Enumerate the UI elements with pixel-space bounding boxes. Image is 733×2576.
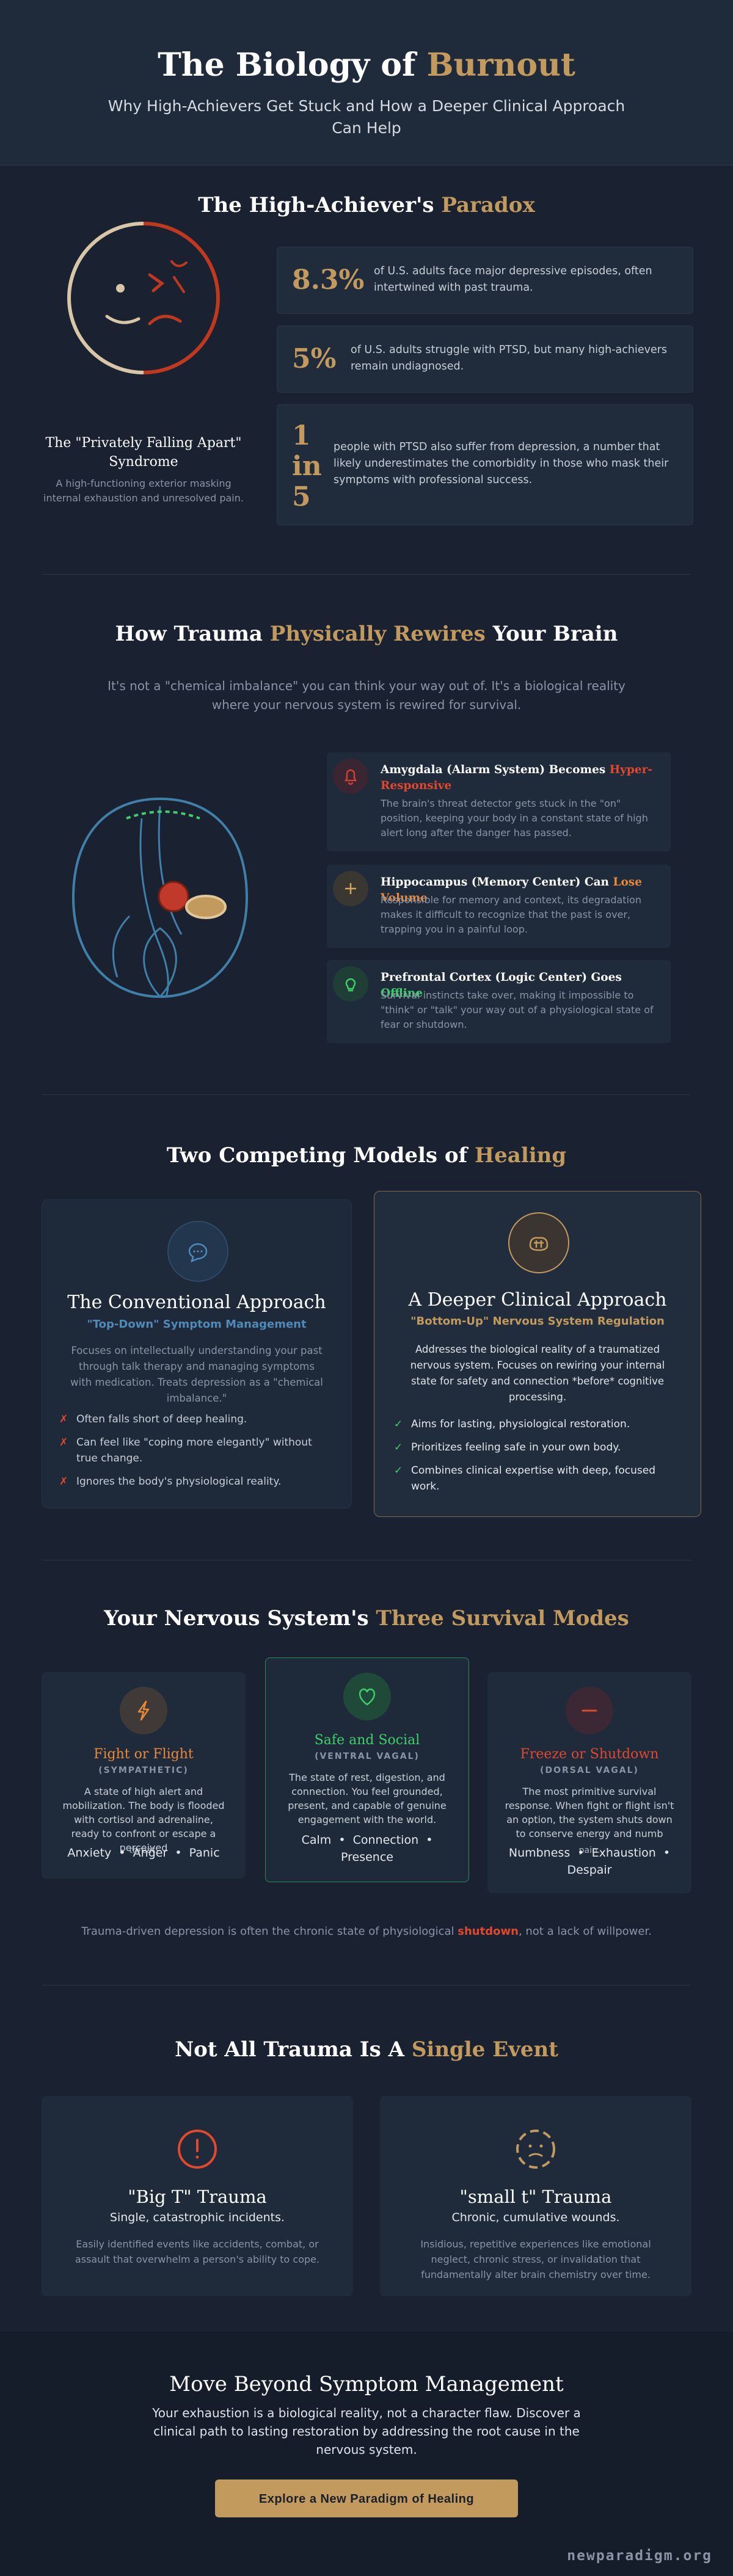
list-item: ✗Ignores the body's physiological realit… <box>59 1475 282 1488</box>
list-item: ✓Combines clinical expertise with deep, … <box>394 1464 655 1493</box>
mode-title: Fight or Flight <box>93 1747 194 1762</box>
card-title: "Big T" Trauma <box>128 2186 267 2207</box>
page-subtitle: Why High-Achievers Get Stuck and How a D… <box>108 97 625 137</box>
figure-title: The "Privately Falling Apart" Syndrome <box>45 435 242 470</box>
page-title: The Biology of Burnout <box>158 46 575 84</box>
modes-footnote: Trauma-driven depression is often the ch… <box>81 1925 652 1938</box>
footer-title: Move Beyond Symptom Management <box>169 2372 564 2396</box>
mode-title: Freeze or Shutdown <box>520 1747 659 1762</box>
footer-cta-section: Move Beyond Symptom Management Your exha… <box>0 2332 733 2576</box>
mode-subtitle: (DORSAL VAGAL) <box>540 1766 639 1775</box>
minus-icon <box>566 1687 613 1734</box>
card-tag: "Bottom-Up" Nervous System Regulation <box>410 1315 665 1328</box>
mode-symptoms: Numbness • Exhaustion • Despair <box>508 1846 671 1877</box>
mode-card-safe-social: Safe and Social (VENTRAL VAGAL) The stat… <box>265 1657 469 1882</box>
small-t-trauma-card: "small t" Trauma Chronic, cumulative wou… <box>380 2096 691 2296</box>
benefits-list: ✓Aims for lasting, physiological restora… <box>394 1416 681 1502</box>
card-text: Survival instincts take over, making it … <box>381 989 654 1030</box>
stat-text: people with PTSD also suffer from depres… <box>334 441 669 486</box>
heart-icon <box>343 1673 391 1720</box>
figure-caption: A high-functioning exterior masking inte… <box>43 478 244 504</box>
stat-card: 5% of U.S. adults struggle with PTSD, bu… <box>277 326 693 393</box>
dashed-circle-icon <box>512 2125 560 2173</box>
stat-value: 5% <box>292 343 337 374</box>
deeper-approach-card: A Deeper Clinical Approach "Bottom-Up" N… <box>374 1191 701 1517</box>
alert-icon <box>173 2125 221 2173</box>
stat-value: 8.3% <box>292 264 365 296</box>
mode-text: A state of high alert and mobilization. … <box>62 1786 225 1854</box>
mode-subtitle: (SYMPATHETIC) <box>98 1766 189 1775</box>
mode-title: Safe and Social <box>314 1733 420 1748</box>
modes-title: Your Nervous System's Three Survival Mod… <box>104 1606 629 1631</box>
mode-card-freeze-shutdown: Freeze or Shutdown (DORSAL VAGAL) The mo… <box>487 1672 691 1893</box>
list-item: ✗Can feel like "coping more elegantly" w… <box>59 1436 312 1464</box>
card-title: A Deeper Clinical Approach <box>408 1289 667 1311</box>
footer-text: Your exhaustion is a biological reality,… <box>152 2406 581 2457</box>
stat-text: of U.S. adults face major depressive epi… <box>374 265 652 294</box>
card-title: Amygdala (Alarm System) Becomes Hyper-Re… <box>381 763 653 792</box>
stat-text: of U.S. adults struggle with PTSD, but m… <box>351 344 668 373</box>
mode-subtitle: (VENTRAL VAGAL) <box>315 1752 420 1761</box>
mode-symptoms: Calm • Connection • Presence <box>301 1833 433 1864</box>
mode-text: The state of rest, digestion, and connec… <box>288 1772 447 1825</box>
conventional-approach-card: The Conventional Approach "Top-Down" Sym… <box>42 1199 352 1508</box>
mode-text-overlap: threat. <box>129 1846 158 1855</box>
card-title: Hippocampus (Memory Center) Can Lose Vol… <box>381 876 642 904</box>
card-tag: "Top-Down" Symptom Management <box>87 1318 307 1331</box>
card-text: Easily identified events like accidents,… <box>75 2238 320 2265</box>
stat-value: 1 in 5 <box>292 420 322 512</box>
divider <box>43 574 690 575</box>
drawbacks-list: ✗Often falls short of deep healing. ✗Can… <box>59 1411 334 1497</box>
card-description: Focuses on intellectually understanding … <box>70 1345 323 1404</box>
mode-text: The most primitive survival response. Wh… <box>505 1786 674 1839</box>
brain-subtitle: It's not a "chemical imbalance" you can … <box>108 679 625 712</box>
brain-card-hippocampus: Hippocampus (Memory Center) Can Lose Vol… <box>327 865 671 948</box>
plus-icon <box>333 871 368 906</box>
trauma-title: Not All Trauma Is A Single Event <box>175 2037 558 2062</box>
lightbulb-icon <box>333 966 368 1002</box>
big-t-trauma-card: "Big T" Trauma Single, catastrophic inci… <box>42 2096 353 2296</box>
list-item: ✗Often falls short of deep healing. <box>59 1413 247 1425</box>
card-text: Responsible for memory and context, its … <box>381 894 641 935</box>
card-title: The Conventional Approach <box>67 1292 326 1313</box>
card-subtitle: Single, catastrophic incidents. <box>109 2211 285 2224</box>
paradox-title: The High-Achiever's Paradox <box>198 193 535 217</box>
split-face-illustration <box>67 222 220 374</box>
card-title: Prefrontal Cortex (Logic Center) Goes Of… <box>381 971 622 1000</box>
card-title: "small t" Trauma <box>459 2186 612 2207</box>
hero-header: The Biology of Burnout Why High-Achiever… <box>0 0 733 166</box>
models-title: Two Competing Models of Healing <box>166 1143 567 1168</box>
chat-bubble-icon <box>167 1221 228 1282</box>
card-text: The brain's threat detector gets stuck i… <box>381 798 648 839</box>
mode-symptoms: Anxiety • Anger • Panic <box>67 1846 220 1860</box>
brain-icon <box>508 1212 569 1273</box>
brain-card-cortex: Prefrontal Cortex (Logic Center) Goes Of… <box>327 960 671 1043</box>
card-subtitle: Chronic, cumulative wounds. <box>451 2211 620 2224</box>
stat-card: 1 in 5 people with PTSD also suffer from… <box>277 404 693 525</box>
card-description: Addresses the biological reality of a tr… <box>410 1344 665 1403</box>
list-item: ✓Prioritizes feeling safe in your own bo… <box>394 1441 621 1454</box>
site-url: newparadigm.org <box>567 2548 712 2564</box>
brain-title: How Trauma Physically Rewires Your Brain <box>115 622 618 646</box>
lightning-icon <box>120 1687 167 1734</box>
explore-cta-button[interactable]: Explore a New Paradigm of Healing <box>215 2480 518 2517</box>
bell-icon <box>333 759 368 794</box>
mode-text-overlap: pain. <box>578 1846 600 1855</box>
brain-diagram <box>71 797 249 999</box>
divider <box>43 1094 690 1095</box>
stat-card: 8.3% of U.S. adults face major depressiv… <box>277 247 693 314</box>
brain-card-amygdala: Amygdala (Alarm System) Becomes Hyper-Re… <box>327 752 671 851</box>
card-text: Insidious, repetitive experiences like e… <box>420 2238 651 2280</box>
list-item: ✓Aims for lasting, physiological restora… <box>394 1418 630 1430</box>
mode-card-fight-flight: Fight or Flight (SYMPATHETIC) A state of… <box>42 1672 246 1879</box>
